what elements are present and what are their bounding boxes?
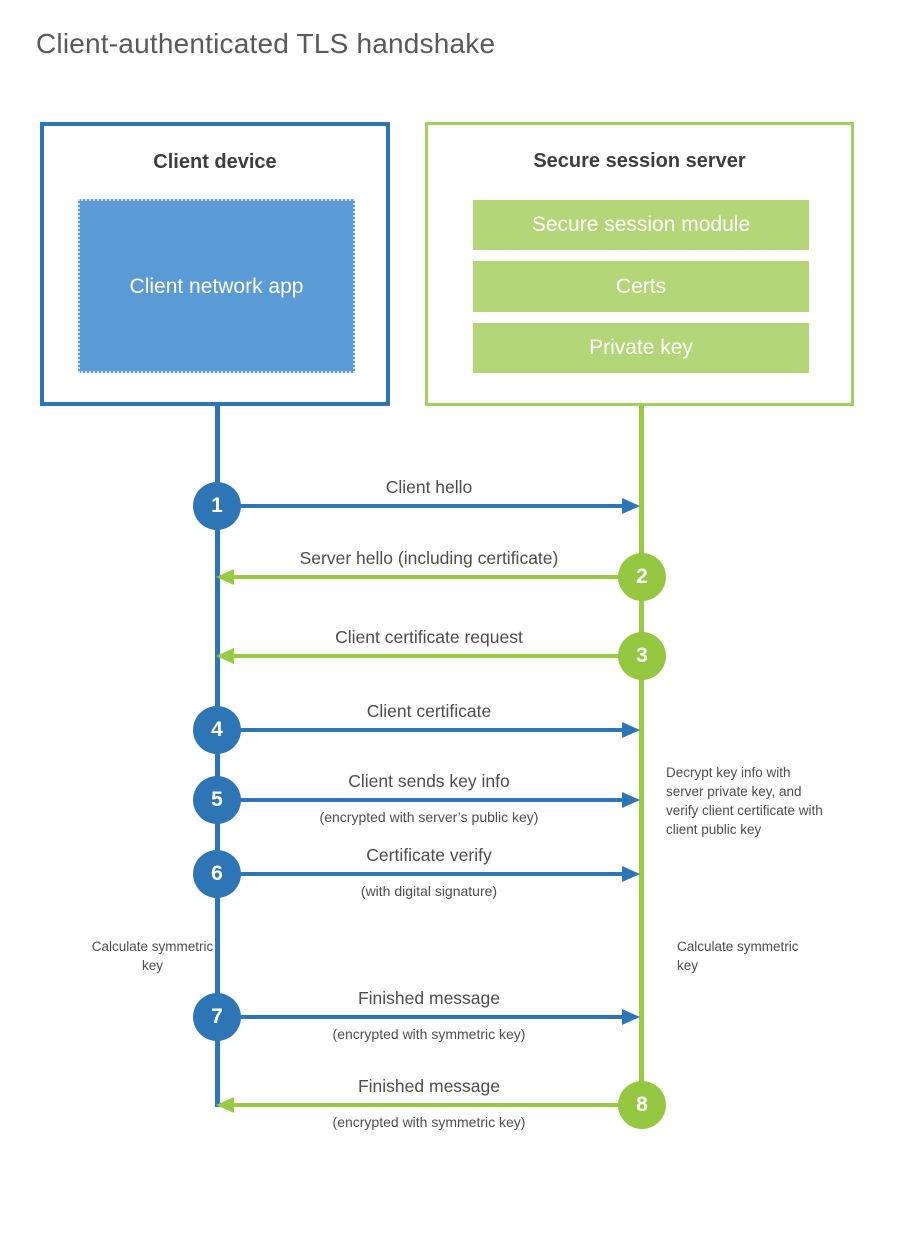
arrow-left-icon [216,569,234,585]
message-arrow-6 [240,872,622,876]
message-arrow-3 [234,654,618,658]
client-device-title: Client device [153,151,277,173]
step-circle-2: 2 [618,553,666,601]
secure-session-server-title: Secure session server [533,150,746,172]
message-label-8: Finished message [357,1076,501,1096]
calculate-symmetric-key-server: Calculate symmetric key [677,939,799,973]
page-title: Client-authenticated TLS handshake [36,28,496,59]
message-arrow-7 [240,1015,622,1019]
arrow-right-icon [622,498,640,514]
step-circle-4: 4 [193,706,241,754]
step-circle-1: 1 [193,482,241,530]
server-module-bar-private-key: Private key [473,323,809,373]
message-sublabel-5: (encrypted with server’s public key) [319,809,539,825]
message-sublabel-8: (encrypted with symmetric key) [332,1114,526,1130]
step-circle-8: 8 [618,1081,666,1129]
message-label-5: Client sends key info [348,771,510,791]
server-lifeline [639,405,644,1105]
server-module-bar-secure-session-module: Secure session module [473,200,809,250]
message-label-1: Client hello [385,477,473,497]
message-arrow-5 [240,798,622,802]
arrow-left-icon [216,648,234,664]
message-label-3: Client certificate request [335,627,523,647]
step-circle-5: 5 [193,776,241,824]
arrow-left-icon [216,1097,234,1113]
client-network-app-box: Client network app [78,199,355,373]
step-circle-6: 6 [193,850,241,898]
server-module-bar-certs: Certs [473,261,809,312]
message-label-2: Server hello (including certificate) [299,548,559,568]
message-arrow-2 [234,575,618,579]
arrow-right-icon [622,792,640,808]
client-network-app-label: Client network app [129,274,304,298]
step-circle-7: 7 [193,993,241,1041]
message-sublabel-7: (encrypted with symmetric key) [332,1026,526,1042]
message-arrow-1 [240,504,622,508]
message-label-7: Finished message [357,988,501,1008]
client-lifeline [215,405,220,1107]
arrow-right-icon [622,866,640,882]
arrow-right-icon [622,722,640,738]
step-circle-3: 3 [618,632,666,680]
message-sublabel-6: (with digital signature) [360,883,498,899]
message-label-6: Certificate verify [366,845,492,865]
message-arrow-4 [240,728,622,732]
message-label-4: Client certificate [366,701,492,721]
message-arrow-8 [234,1103,618,1107]
decrypt-key-note: Decrypt key info with server private key… [666,765,823,837]
arrow-right-icon [622,1009,640,1025]
calculate-symmetric-key-client: Calculate symmetric key [91,939,214,973]
